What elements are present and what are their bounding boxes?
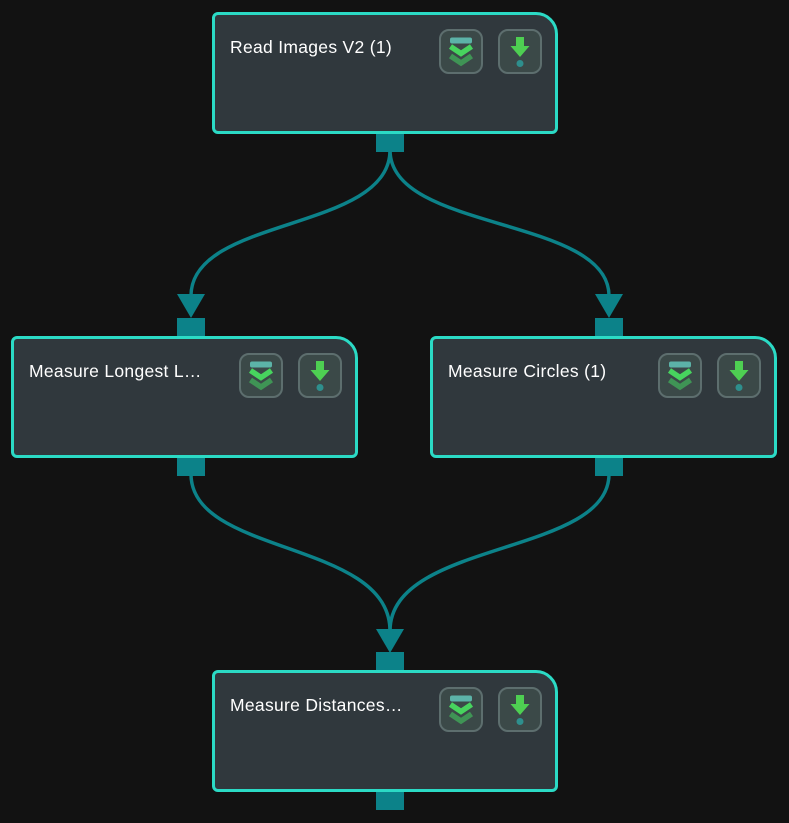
measure-longest-input-port[interactable] <box>177 318 205 336</box>
node-measure-distances[interactable]: Measure Distances… <box>212 670 558 792</box>
arrowhead-into-measure-distances <box>376 629 404 653</box>
node-read-images-v2[interactable]: Read Images V2 (1) <box>212 12 558 134</box>
double-chevron-down-icon <box>248 361 274 390</box>
expand-ports-button[interactable] <box>439 687 483 732</box>
node-title: Measure Distances… <box>230 695 403 715</box>
measure-distances-output-port[interactable] <box>376 792 404 810</box>
insert-step-button[interactable] <box>498 29 542 74</box>
insert-step-button[interactable] <box>498 687 542 732</box>
measure-circles-output-port[interactable] <box>595 458 623 476</box>
node-title: Measure Longest L… <box>29 361 202 381</box>
expand-ports-button[interactable] <box>239 353 283 398</box>
node-header: Read Images V2 (1) <box>215 15 555 74</box>
node-measure-longest-line[interactable]: Measure Longest L… <box>11 336 358 458</box>
expand-ports-button[interactable] <box>658 353 702 398</box>
arrow-down-dot-icon <box>310 360 330 391</box>
read-images-output-port[interactable] <box>376 134 404 152</box>
measure-longest-output-port[interactable] <box>177 458 205 476</box>
insert-step-button[interactable] <box>298 353 342 398</box>
double-chevron-down-icon <box>448 695 474 724</box>
node-header: Measure Longest L… <box>14 339 355 398</box>
node-title: Measure Circles (1) <box>448 361 607 381</box>
connection-measure-circles-to-measure-distances[interactable] <box>388 473 611 632</box>
measure-circles-input-port[interactable] <box>595 318 623 336</box>
measure-distances-input-port[interactable] <box>376 652 404 670</box>
arrow-down-dot-icon <box>510 694 530 725</box>
arrow-down-dot-icon <box>729 360 749 391</box>
arrowhead-into-measure-circles <box>595 294 623 318</box>
expand-ports-button[interactable] <box>439 29 483 74</box>
connection-read-images-to-measure-circles[interactable] <box>388 149 611 297</box>
node-measure-circles[interactable]: Measure Circles (1) <box>430 336 777 458</box>
node-title: Read Images V2 (1) <box>230 37 393 57</box>
double-chevron-down-icon <box>448 37 474 66</box>
node-header: Measure Circles (1) <box>433 339 774 398</box>
double-chevron-down-icon <box>667 361 693 390</box>
arrowhead-into-measure-longest <box>177 294 205 318</box>
arrow-down-dot-icon <box>510 36 530 67</box>
node-header: Measure Distances… <box>215 673 555 732</box>
insert-step-button[interactable] <box>717 353 761 398</box>
connection-read-images-to-measure-longest[interactable] <box>189 149 392 297</box>
connection-measure-longest-to-measure-distances[interactable] <box>189 473 392 632</box>
